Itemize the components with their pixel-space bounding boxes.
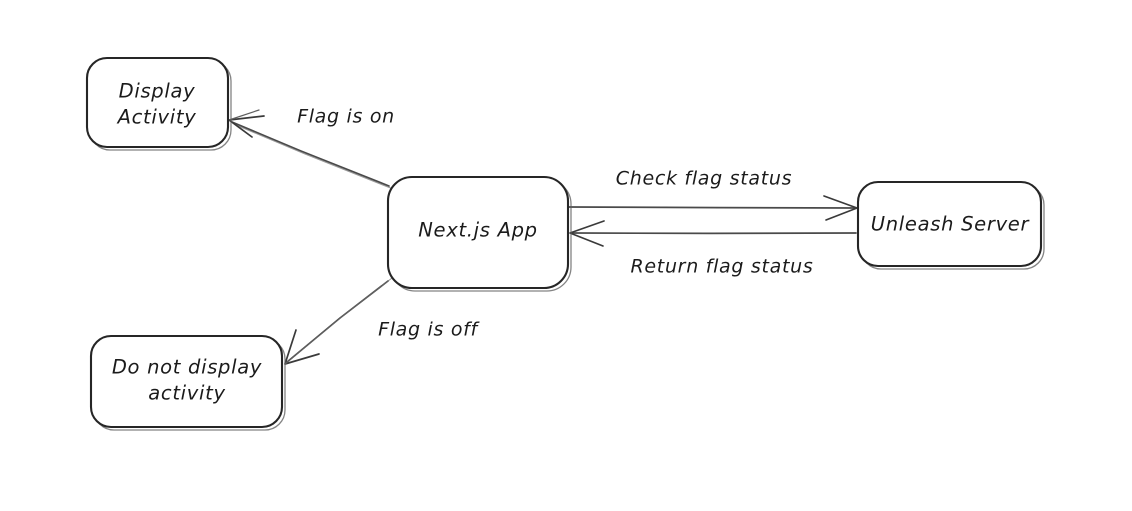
node-display-activity[interactable]: Display Activity [85, 56, 232, 151]
edge-label-check-flag-status: Check flag status [616, 168, 792, 190]
edge-flag-is-on-arrowhead-tick [228, 109, 260, 121]
edge-flag-is-on-line-ghost [235, 124, 394, 190]
edge-check-flag-status-line [568, 206, 856, 209]
node-do-not-display-activity-label-line2: activity [148, 382, 225, 405]
node-display-activity-box [85, 56, 230, 149]
node-nextjs-app-box [386, 175, 570, 290]
edge-flag-is-off-arrowhead-tick [284, 341, 312, 365]
node-unleash-server[interactable]: Unleash Server [856, 180, 1045, 270]
edge-label-flag-is-on: Flag is on [297, 106, 395, 128]
edge-return-flag-status [569, 220, 857, 247]
edge-check-flag-status [568, 195, 858, 221]
node-do-not-display-activity-label-line1: Do not display [112, 356, 262, 379]
edge-label-flag-is-off: Flag is off [378, 319, 480, 341]
edge-flag-is-on-line [231, 121, 390, 187]
node-display-activity-label-line2: Activity [116, 106, 197, 129]
node-do-not-display-activity-box [89, 334, 284, 429]
edge-label-return-flag-status: Return flag status [631, 256, 814, 278]
node-display-activity-label-line1: Display [119, 80, 196, 103]
edge-return-flag-status-arrowhead [569, 220, 605, 247]
edge-flag-is-off [284, 277, 393, 365]
node-nextjs-app-label: Next.js App [418, 219, 538, 242]
node-unleash-server-label: Unleash Server [871, 213, 1031, 236]
node-unleash-server-box [856, 180, 1043, 268]
node-nextjs-app[interactable]: Next.js App [386, 175, 572, 292]
node-do-not-display-activity[interactable]: Do not display activity [89, 334, 286, 431]
